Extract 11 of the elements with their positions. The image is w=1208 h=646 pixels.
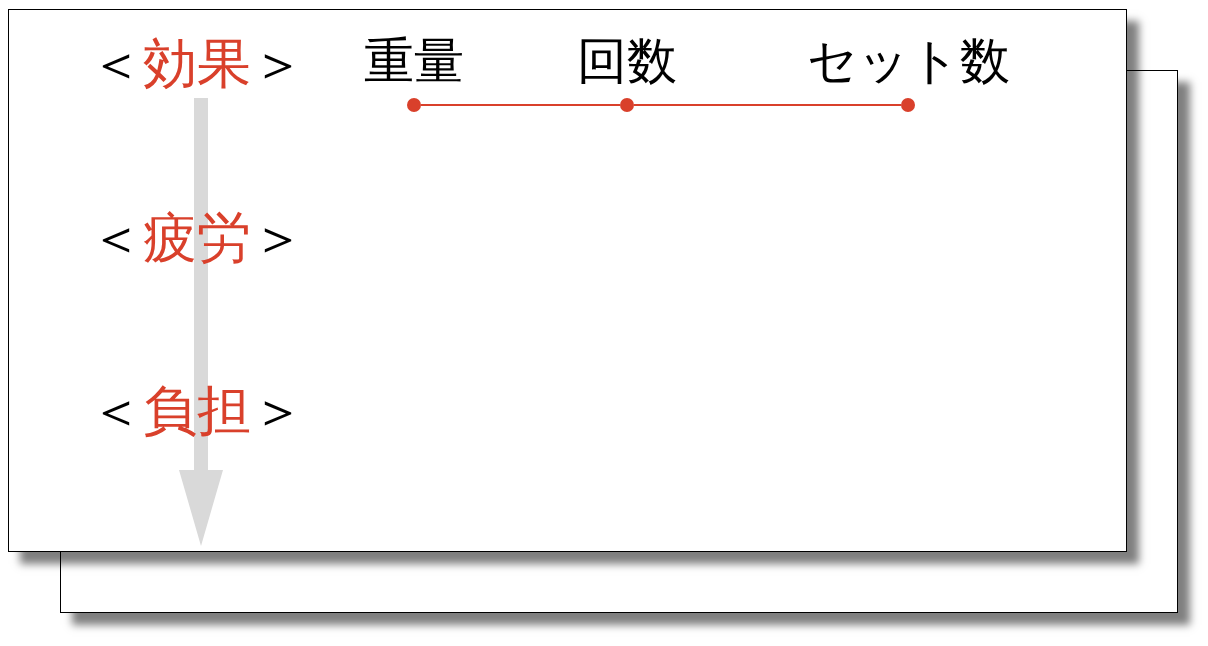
connector-line [633,104,902,106]
parameter-label: 重量 [364,36,464,86]
parameter-label: セット数 [806,36,1010,86]
connector-line [420,104,621,106]
category-label: ＜疲労＞ [89,211,305,265]
point-marker [901,98,915,112]
category-label: ＜効果＞ [89,37,305,91]
point-marker [620,98,634,112]
category-label: ＜負担＞ [89,384,305,438]
point-marker [407,98,421,112]
parameter-label: 回数 [577,36,677,86]
